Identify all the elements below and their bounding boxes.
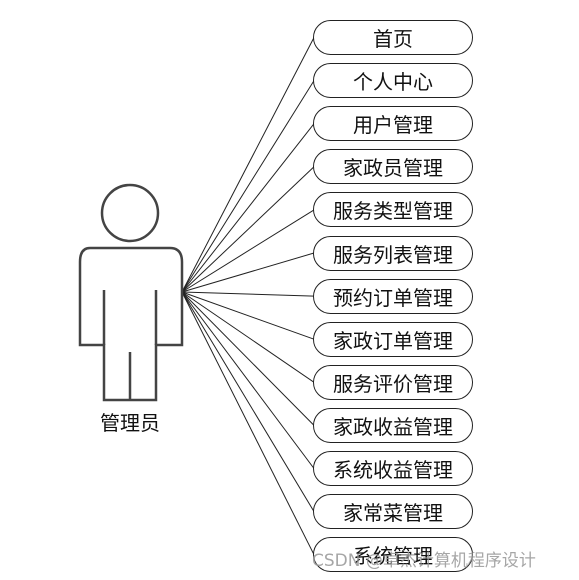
association-line <box>181 291 315 426</box>
watermark: CSDN @卓杰计算机程序设计 <box>312 551 536 571</box>
association-line <box>181 291 315 340</box>
association-line <box>181 209 315 293</box>
association-line <box>181 37 315 293</box>
association-line <box>181 291 315 469</box>
use-case-item[interactable]: 服务列表管理 <box>313 235 473 271</box>
use-case-item[interactable]: 家政订单管理 <box>313 321 473 357</box>
actor-head <box>100 183 160 243</box>
association-line <box>181 291 315 512</box>
association-line <box>181 291 315 297</box>
association-lines <box>181 37 315 555</box>
association-line <box>181 166 315 293</box>
use-case-item[interactable]: 服务类型管理 <box>313 192 473 228</box>
use-case-item[interactable]: 家政员管理 <box>313 149 473 185</box>
actor-label: 管理员 <box>100 411 160 435</box>
use-case-item[interactable]: 家常菜管理 <box>313 494 473 530</box>
actor-body <box>78 246 184 402</box>
person-icon <box>78 183 184 402</box>
use-case-item[interactable]: 个人中心 <box>313 63 473 99</box>
use-case-item[interactable]: 服务评价管理 <box>313 364 473 400</box>
use-case-item[interactable]: 首页 <box>313 20 473 55</box>
association-line <box>181 80 315 293</box>
use-case-item[interactable]: 系统收益管理 <box>313 451 473 486</box>
association-line <box>181 291 315 555</box>
association-line <box>181 123 315 293</box>
use-case-item[interactable]: 系统管理 <box>313 537 473 573</box>
association-line <box>181 252 315 293</box>
use-case-item[interactable]: 预约订单管理 <box>313 278 473 314</box>
use-case-item[interactable]: 家政收益管理 <box>313 407 473 443</box>
use-case-item[interactable]: 用户管理 <box>313 106 473 142</box>
association-line <box>181 291 315 383</box>
